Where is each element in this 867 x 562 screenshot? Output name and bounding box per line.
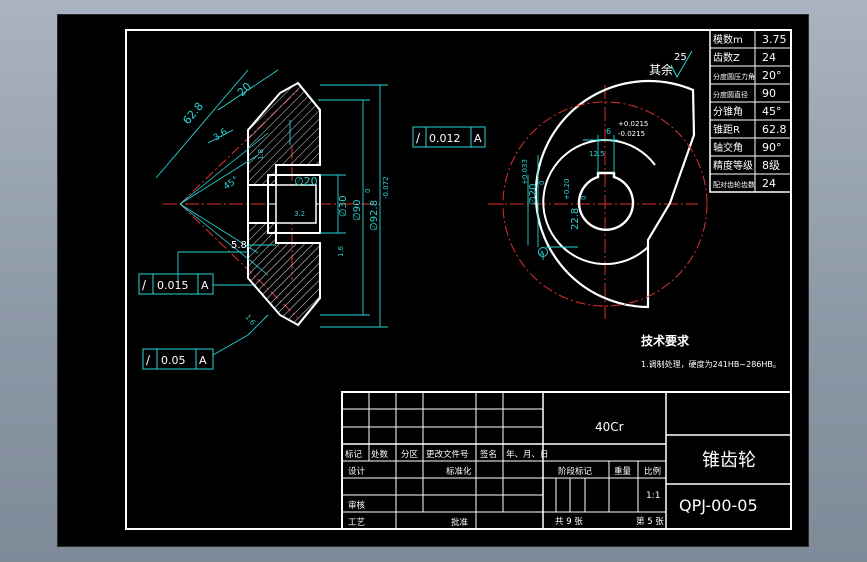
tol3-value: 0.05 bbox=[161, 354, 186, 367]
label-review: 审核 bbox=[348, 500, 366, 511]
dim-1-6b: 1.6 bbox=[243, 313, 257, 327]
total-sheets: 共 9 张 bbox=[555, 517, 583, 527]
row-label-count: 处数 bbox=[371, 449, 389, 460]
dim-62-8: 62.8 bbox=[180, 100, 206, 127]
datum-a-marker: A bbox=[540, 250, 545, 257]
row-label-date: 年、月、日 bbox=[506, 449, 549, 460]
tol2-value: 0.015 bbox=[157, 279, 189, 292]
keyway-width: 6 bbox=[606, 127, 611, 136]
dim-90: ∅90 bbox=[352, 200, 363, 221]
gear-end-view: A 6 +0.0215 -0.0215 12.5 ∅20 +0.033 0 22… bbox=[488, 79, 708, 320]
row-label-zone: 分区 bbox=[401, 450, 419, 460]
keyway-tol-top: +0.0215 bbox=[618, 120, 648, 128]
bore-dim: ∅20 bbox=[528, 184, 539, 205]
dim-92-8-tol-top: 0 bbox=[364, 189, 372, 193]
bore-tol-bot: 0 bbox=[538, 181, 546, 185]
drawing-sheet: 62.8 20 3.6 45° 5.8 ∅20 3.2 ∅30 ∅90 ∅92.… bbox=[57, 14, 809, 547]
sheet-number: 第 5 张 bbox=[636, 516, 664, 527]
bore-tol-top: +0.033 bbox=[521, 159, 529, 185]
dim-92-8-tol-bot: -0.072 bbox=[382, 176, 390, 199]
surface-rest-label: 其余 bbox=[649, 62, 673, 77]
cad-drawing: 62.8 20 3.6 45° 5.8 ∅20 3.2 ∅30 ∅90 ∅92.… bbox=[125, 29, 792, 530]
title-block bbox=[341, 391, 792, 530]
label-process: 工艺 bbox=[348, 518, 365, 528]
keyway-depth-tol-bot: 0 bbox=[580, 196, 588, 200]
param-value: 8级 bbox=[762, 159, 780, 172]
param-label: 精度等级 bbox=[713, 159, 753, 172]
param-value: 45° bbox=[762, 105, 782, 118]
param-value: 90° bbox=[762, 141, 782, 154]
label-weight: 重量 bbox=[614, 466, 632, 477]
tol1-value: 0.012 bbox=[429, 132, 461, 145]
param-value: 3.75 bbox=[762, 33, 787, 46]
gear-section-view: 62.8 20 3.6 45° 5.8 ∅20 3.2 ∅30 ∅90 ∅92.… bbox=[155, 69, 390, 356]
label-scale: 比例 bbox=[644, 466, 661, 477]
tolerance-frame-1: / 0.012 A bbox=[412, 126, 486, 148]
param-label: 分度圆压力角 bbox=[713, 72, 755, 81]
param-label: 齿数Z bbox=[713, 51, 740, 64]
tol3-datum: A bbox=[199, 354, 207, 367]
label-design: 设计 bbox=[348, 466, 366, 477]
surface-rest-value: 25 bbox=[674, 52, 687, 63]
tolerance-frame-2: / 0.015 A bbox=[138, 273, 214, 295]
dim-3-2: 3.2 bbox=[294, 210, 305, 218]
dim-92-8: ∅92.8 bbox=[369, 200, 380, 231]
param-label: 分锥角 bbox=[713, 106, 743, 118]
dim-bore-20: ∅20 bbox=[294, 175, 318, 188]
dim-45deg: 45° bbox=[222, 175, 241, 192]
param-label: 锥距R bbox=[713, 124, 740, 136]
param-value: 24 bbox=[762, 177, 776, 190]
surface-roughness-rest: 其余 25 bbox=[649, 50, 693, 79]
runout-icon: / bbox=[142, 278, 147, 292]
param-value: 24 bbox=[762, 51, 776, 64]
row-label-sign: 签名 bbox=[480, 449, 497, 460]
param-value: 90 bbox=[762, 87, 776, 100]
dim-30: ∅30 bbox=[338, 196, 349, 217]
gear-params-table: 模数m 3.75 齿数Z 24 分度圆压力角 20° 分度圆直径 90 分锥角 45° 锥距R 62.… bbox=[709, 29, 792, 193]
param-label: 模数m bbox=[713, 33, 743, 46]
dim-20: 20 bbox=[235, 80, 254, 99]
label-stage-mark: 阶段标记 bbox=[558, 466, 593, 477]
tech-req-item1: 1.调制处理，硬度为241HB~286HB。 bbox=[641, 359, 781, 369]
runout-icon: / bbox=[146, 353, 151, 367]
tol1-datum: A bbox=[474, 132, 482, 145]
rough-12-5: 12.5 bbox=[589, 150, 605, 158]
dim-5-8: 5.8 bbox=[231, 240, 247, 251]
drawing-number: QPJ-00-05 bbox=[679, 496, 758, 515]
part-name: 锥齿轮 bbox=[702, 450, 756, 471]
dim-1-8: 1.8 bbox=[257, 149, 265, 160]
param-value: 62.8 bbox=[762, 123, 787, 136]
tol2-datum: A bbox=[201, 279, 209, 292]
runout-icon: / bbox=[416, 131, 421, 145]
label-approve: 批准 bbox=[451, 517, 469, 528]
material: 40Cr bbox=[595, 420, 624, 434]
param-value: 20° bbox=[762, 69, 782, 82]
tech-req-title: 技术要求 bbox=[641, 333, 690, 348]
row-label-change-doc: 更改文件号 bbox=[426, 449, 469, 460]
keyway-depth-tol-top: +0.20 bbox=[563, 179, 571, 200]
tolerance-frame-3: / 0.05 A bbox=[142, 348, 214, 370]
keyway-depth: 22.8 bbox=[570, 208, 581, 230]
label-standardize: 标准化 bbox=[446, 466, 472, 477]
keyway-tol-bot: -0.0215 bbox=[618, 130, 645, 138]
dim-3-6: 3.6 bbox=[212, 127, 230, 144]
param-label: 配对齿轮齿数 bbox=[713, 180, 755, 189]
param-label: 轴交角 bbox=[713, 141, 743, 154]
param-label: 分度圆直径 bbox=[713, 90, 748, 99]
row-label-mark: 标记 bbox=[345, 449, 363, 460]
scale-value: 1:1 bbox=[646, 491, 660, 501]
dim-1-6: 1.6 bbox=[337, 245, 345, 257]
